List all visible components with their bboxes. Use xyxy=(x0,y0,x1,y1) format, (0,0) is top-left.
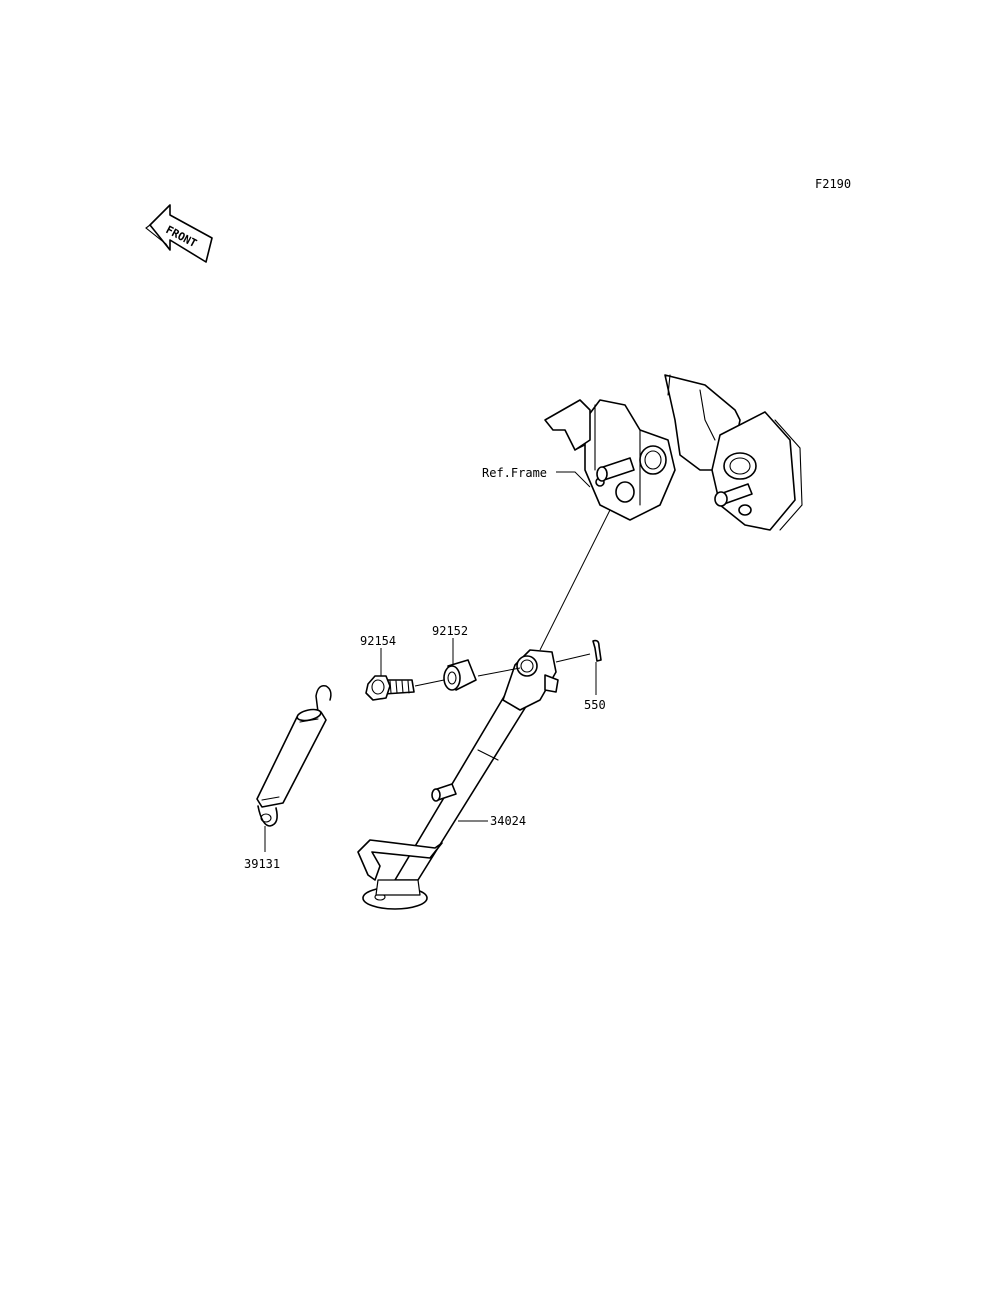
part-34024-label: 34024 xyxy=(490,814,526,828)
assembly-line-collar xyxy=(477,667,521,677)
part-92154-label: 92154 xyxy=(360,634,396,648)
part-92152-label: 92152 xyxy=(432,624,468,638)
ref-frame-label: Ref.Frame xyxy=(482,466,547,480)
pivot-collar xyxy=(443,659,477,691)
assembly-line-pin xyxy=(555,653,591,663)
part-550-label: 550 xyxy=(584,698,606,712)
side-stand xyxy=(357,649,559,910)
assembly-line-bolt xyxy=(414,679,445,687)
figure-code: F2190 xyxy=(815,177,851,191)
pivot-bolt xyxy=(365,675,415,701)
part-39131-label: 39131 xyxy=(244,857,280,871)
assembly-line-frame xyxy=(539,509,611,651)
side-stand-spring xyxy=(256,684,332,827)
front-direction-arrow-icon: FRONT xyxy=(145,204,213,263)
ref-frame-leader xyxy=(556,471,591,488)
cotter-pin xyxy=(592,639,602,662)
frame-bracket xyxy=(544,374,803,531)
